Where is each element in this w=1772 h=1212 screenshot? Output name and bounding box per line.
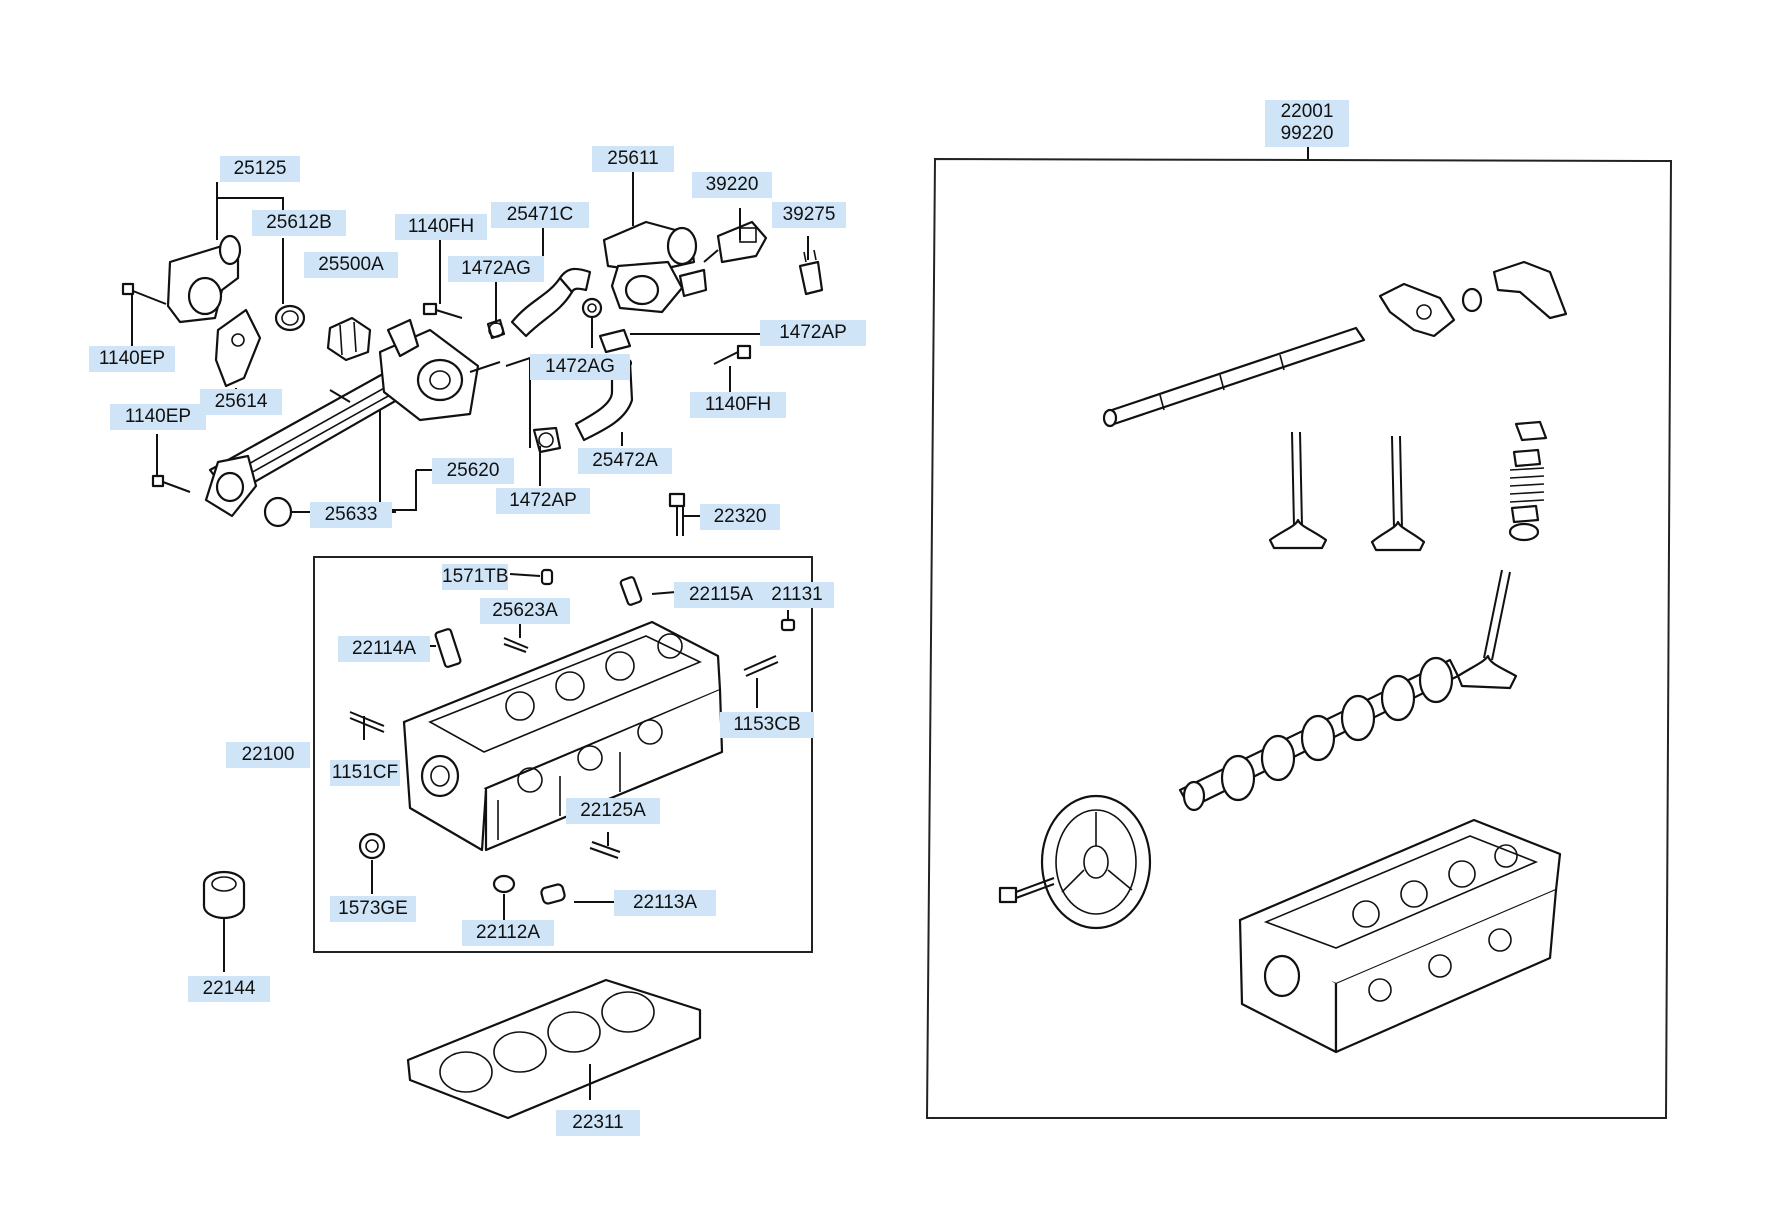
cam-sprocket-drawing [1040, 794, 1152, 930]
exhaust-valve-drawing [1370, 435, 1426, 552]
callout-25620[interactable]: 25620 [432, 458, 514, 484]
callout-25614[interactable]: 25614 [200, 389, 282, 415]
leader-lines-head [292, 573, 789, 920]
sprocket-bolt-drawing [998, 877, 1055, 904]
bolt-1140ep-lower-drawing [151, 474, 191, 493]
guide-22115a-drawing [619, 576, 643, 606]
callout-1472ag-upper[interactable]: 1472AG [448, 256, 544, 282]
callout-22144[interactable]: 22144 [188, 976, 270, 1002]
bearing-22144-drawing [202, 870, 246, 972]
plug-1571tb-drawing [540, 568, 554, 586]
callout-1151cf[interactable]: 1151CF [330, 760, 400, 786]
thermostat-housing-25611-drawing [602, 220, 708, 314]
callout-22113a[interactable]: 22113A [614, 890, 716, 916]
sensor-25500a-drawing [326, 316, 372, 362]
callout-22125a[interactable]: 22125A [566, 798, 660, 824]
clamp-1472ap-lower-drawing [532, 426, 562, 454]
hose-25471c-drawing [510, 267, 592, 338]
clamp-1472ag-lower-drawing [581, 297, 603, 319]
callout-1140ep-lower[interactable]: 1140EP [110, 404, 206, 430]
clamp-1472ap-upper-drawing [598, 328, 632, 354]
dowel-25623a-drawing [503, 637, 529, 653]
callout-25611[interactable]: 25611 [592, 146, 674, 172]
callout-1153cb[interactable]: 1153CB [720, 712, 814, 738]
callout-25633[interactable]: 25633 [310, 502, 392, 528]
cylinder-head-assy-drawing [1238, 818, 1562, 1054]
temp-sensor-39220-drawing [703, 220, 768, 264]
callout-1472ag-lower[interactable]: 1472AG [530, 354, 630, 380]
callout-1571tb[interactable]: 1571TB [442, 564, 509, 590]
callout-25472a[interactable]: 25472A [578, 448, 672, 474]
rocker-shaft-drawing [1102, 326, 1366, 428]
callout-1472ap-lower[interactable]: 1472AP [496, 488, 590, 514]
cylinder-head-group-frame [313, 556, 813, 953]
callout-21131[interactable]: 21131 [760, 582, 834, 608]
callout-assembly-kit[interactable]: 22001 99220 [1265, 100, 1349, 147]
callout-22320[interactable]: 22320 [700, 504, 780, 530]
callout-22311[interactable]: 22311 [556, 1110, 640, 1136]
gasket-25614-drawing [214, 308, 262, 388]
callout-39220[interactable]: 39220 [692, 172, 772, 198]
bolt-1140fh-lower-drawing [713, 344, 752, 365]
clamp-1472ag-upper-drawing [486, 318, 506, 340]
valve-spring-set-drawing [1508, 420, 1548, 542]
callout-25471c[interactable]: 25471C [491, 202, 589, 228]
connector-39275-drawing [798, 249, 824, 296]
guide-22114a-drawing [434, 628, 462, 668]
seal-22112a-drawing [492, 874, 516, 894]
callout-22100[interactable]: 22100 [226, 742, 310, 768]
callout-22114a[interactable]: 22114A [338, 636, 430, 662]
callout-22115a[interactable]: 22115A [674, 582, 768, 608]
seal-22113a-drawing [540, 883, 566, 905]
seal-1573ge-drawing [358, 832, 386, 860]
callout-25125[interactable]: 25125 [220, 156, 300, 182]
bolt-1140fh-upper-drawing [422, 302, 463, 319]
assembly-kit-frame [925, 157, 1673, 1119]
valve-lower-right-drawing [1456, 569, 1518, 690]
head-gasket-22311-drawing [406, 978, 702, 1120]
callout-25612b[interactable]: 25612B [252, 210, 346, 236]
leader-lines-upper [131, 172, 809, 517]
callout-25500a[interactable]: 25500A [304, 252, 398, 278]
callout-99220: 99220 [1280, 123, 1334, 144]
callout-1140fh-lower[interactable]: 1140FH [690, 392, 786, 418]
bolt-22320-drawing [668, 492, 686, 536]
water-pipe-25620-drawing [204, 318, 501, 518]
callout-22112a[interactable]: 22112A [462, 920, 554, 946]
dowel-22125a-drawing [589, 841, 621, 859]
callout-22001: 22001 [1280, 101, 1334, 122]
oring-25633-drawing [263, 496, 293, 528]
intake-valve-drawing [1268, 431, 1328, 550]
stud-1153cb-drawing [743, 655, 779, 677]
callout-39275[interactable]: 39275 [772, 202, 846, 228]
oring-25612b-drawing [274, 304, 306, 332]
stud-1151cf-drawing [349, 711, 385, 733]
plug-21131-drawing [780, 618, 796, 632]
callout-1472ap-upper[interactable]: 1472AP [760, 320, 866, 346]
bolt-1140ep-upper-drawing [121, 282, 167, 305]
callout-25623a[interactable]: 25623A [480, 598, 570, 624]
rocker-arm-drawing [1378, 260, 1568, 338]
water-outlet-fitting-drawing [166, 234, 242, 324]
callout-1140fh-upper[interactable]: 1140FH [395, 214, 487, 240]
callout-1140ep-upper[interactable]: 1140EP [89, 346, 175, 372]
callout-1573ge[interactable]: 1573GE [330, 896, 416, 922]
camshaft-drawing [1178, 656, 1460, 812]
